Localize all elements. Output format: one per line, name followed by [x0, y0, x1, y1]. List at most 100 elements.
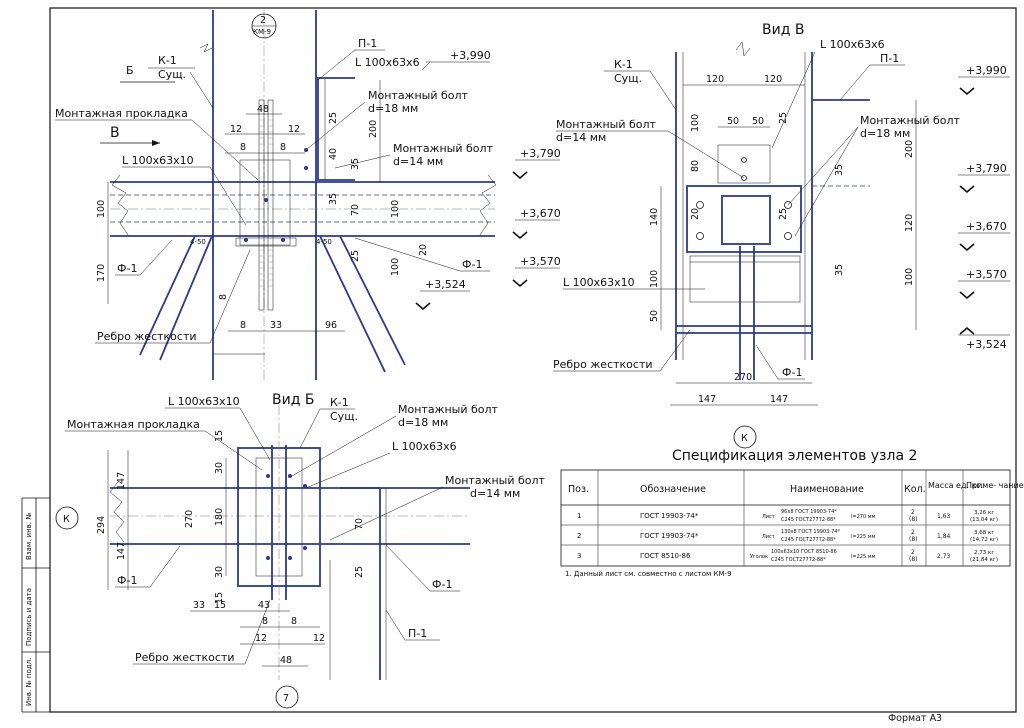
svg-text:8: 8	[240, 320, 246, 331]
view-v-callout-k	[733, 425, 757, 449]
svg-text:С245 ГОСТ27772-88*: С245 ГОСТ27772-88*	[781, 537, 836, 543]
svg-text:8: 8	[218, 294, 229, 300]
svg-text:12: 12	[313, 633, 325, 644]
svg-text:2: 2	[911, 509, 915, 516]
svg-text:43: 43	[258, 600, 270, 611]
svg-text:2,73: 2,73	[937, 553, 951, 560]
callout-top-sub: КМ-9	[253, 28, 271, 36]
spec-row-1: 1 ГОСТ 19903-74* Лист 96х8 ГОСТ 19903-74…	[577, 509, 998, 523]
callout-top-num: 2	[260, 15, 266, 26]
brace-left-a	[139, 235, 196, 356]
spec-table: Спецификация элементов узла 2 Поз. Обозн…	[560, 448, 1024, 578]
label-pad: Монтажная прокладка	[55, 107, 188, 120]
bolt-rods	[258, 99, 274, 311]
svg-text:8: 8	[240, 142, 246, 153]
svg-text:270: 270	[184, 510, 195, 528]
side-stamp: Взам. инв. № Подпись и дата Инв. № подл.	[25, 512, 33, 706]
weld-left: 4-50	[190, 238, 206, 246]
spec-header-oboz: Обозначение	[640, 484, 706, 495]
format-label: Формат А3	[888, 713, 942, 724]
label-bolt14-a: Монтажный болт	[393, 142, 494, 155]
svg-text:l=225 мм: l=225 мм	[851, 554, 875, 560]
svg-text:(14,72 кг): (14,72 кг)	[970, 537, 998, 543]
view-v-callout-k-text: К	[741, 433, 748, 444]
svg-text:20: 20	[690, 208, 701, 220]
elev-main-1: +3,990	[450, 49, 491, 62]
spec-footnote: 1. Данный лист см. совместно с листом КМ…	[565, 570, 732, 578]
view-b-p1: П-1	[408, 627, 427, 640]
svg-text:2,73 кг: 2,73 кг	[974, 550, 994, 556]
label-bolt18-a: Монтажный болт	[368, 89, 469, 102]
spec-header-name: Наименование	[790, 484, 864, 495]
label-f1-left: Ф-1	[117, 262, 137, 275]
svg-text:(8): (8)	[909, 536, 918, 543]
svg-text:30: 30	[214, 462, 225, 474]
view-b-callout-k	[55, 506, 79, 530]
label-bolt14-b: d=14 мм	[393, 155, 443, 168]
view-b-bolt14-b: d=14 мм	[470, 487, 520, 500]
svg-text:100: 100	[649, 270, 660, 288]
svg-text:130х8 ГОСТ 19903-74*: 130х8 ГОСТ 19903-74*	[781, 529, 840, 535]
view-b-f1-right: Ф-1	[432, 578, 452, 591]
view-v-p1: П-1	[880, 52, 899, 65]
svg-text:С245 ГОСТ27772-88*: С245 ГОСТ27772-88*	[771, 557, 826, 563]
svg-text:20: 20	[418, 244, 429, 256]
svg-text:С245 ГОСТ27772-88*: С245 ГОСТ27772-88*	[781, 517, 836, 523]
view-b-callout-7-text: 7	[283, 693, 289, 704]
section-label-v: В	[110, 125, 120, 141]
svg-text:12: 12	[255, 633, 267, 644]
svg-text:70: 70	[354, 518, 365, 530]
label-rib: Ребро жесткости	[97, 330, 197, 343]
spec-header-mass: Масса ед. кг.	[928, 481, 983, 490]
spec-header-note: Приме- чание	[966, 481, 1024, 490]
view-b-k1: К-1	[330, 396, 349, 409]
svg-text:12: 12	[230, 124, 242, 135]
svg-text:200: 200	[368, 120, 379, 138]
label-angle-6: L 100х63х6	[355, 56, 420, 69]
svg-text:Лист: Лист	[762, 514, 775, 520]
svg-text:50: 50	[727, 116, 739, 127]
view-v-box	[721, 195, 771, 245]
weld-right: 4-50	[316, 238, 332, 246]
elev-main-4: +3,570	[520, 255, 561, 268]
svg-text:120: 120	[764, 74, 782, 85]
svg-text:96х8 ГОСТ 19903-74*: 96х8 ГОСТ 19903-74*	[781, 509, 837, 515]
svg-text:100: 100	[390, 200, 401, 218]
svg-text:ГОСТ 19903-74*: ГОСТ 19903-74*	[640, 532, 699, 540]
svg-text:25: 25	[350, 250, 361, 262]
view-v-angle-10: L 100х63х10	[563, 276, 635, 289]
view-b-bolt18-a: Монтажный болт	[398, 403, 499, 416]
svg-text:147: 147	[116, 542, 127, 560]
svg-text:35: 35	[350, 158, 361, 170]
svg-text:2: 2	[577, 532, 581, 540]
view-v-title: Вид В	[762, 22, 804, 38]
spec-title: Спецификация элементов узла 2	[672, 448, 917, 464]
svg-text:180: 180	[214, 508, 225, 526]
svg-text:Уголок: Уголок	[750, 554, 768, 560]
view-v-bolt18-b: d=18 мм	[860, 127, 910, 140]
svg-text:200: 200	[904, 140, 915, 158]
svg-text:8: 8	[280, 142, 286, 153]
view-b-callout-7	[275, 685, 299, 709]
elevation-marks-main: +3,990 +3,790 +3,670 +3,570 +3,524	[415, 49, 561, 311]
svg-text:294: 294	[96, 516, 107, 534]
svg-text:8: 8	[262, 616, 268, 627]
svg-text:33: 33	[270, 320, 282, 331]
svg-text:3,68 кг: 3,68 кг	[974, 530, 994, 536]
svg-text:120: 120	[706, 74, 724, 85]
label-angle-10: L 100х63х10	[122, 154, 194, 167]
view-v-bolt14-a: Монтажный болт	[556, 118, 657, 131]
brace-left-b	[159, 235, 213, 361]
elev-main-3: +3,670	[520, 207, 561, 220]
svg-text:2: 2	[911, 549, 915, 556]
elev-v-4: +3,570	[966, 268, 1007, 281]
view-v-lower-angle	[689, 255, 801, 303]
svg-text:2: 2	[911, 529, 915, 536]
svg-text:100х63х10 ГОСТ 8510-86: 100х63х10 ГОСТ 8510-86	[771, 549, 837, 555]
stamp-podpis: Подпись и дата	[25, 588, 33, 646]
svg-text:120: 120	[904, 214, 915, 232]
svg-text:35: 35	[328, 193, 339, 205]
elev-v-1: +3,990	[966, 64, 1007, 77]
svg-text:100: 100	[690, 114, 701, 132]
label-bolt18-b: d=18 мм	[368, 102, 418, 115]
